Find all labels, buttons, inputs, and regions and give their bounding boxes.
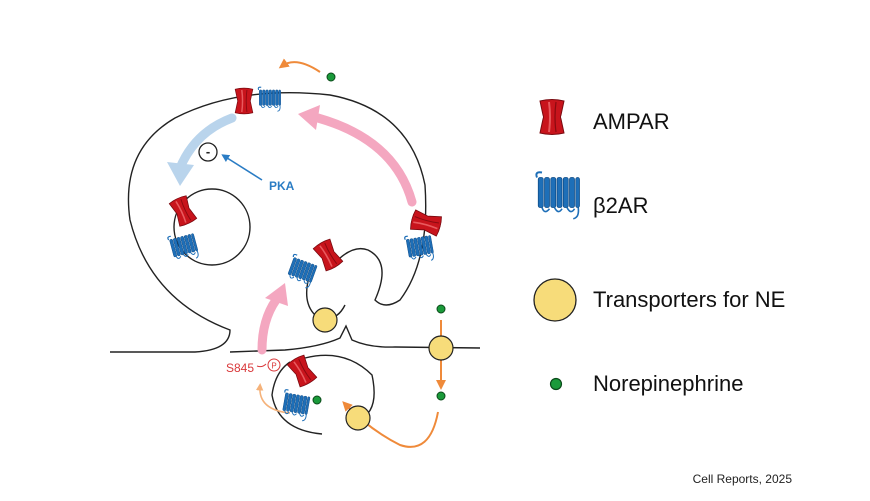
transporter-lower xyxy=(345,405,371,431)
s845-tick xyxy=(256,363,267,368)
ampar-endosome-middle xyxy=(311,237,345,273)
b2ar-endosome-upper xyxy=(166,229,201,265)
b2ar-membrane-top xyxy=(257,86,282,113)
transporter-shaft xyxy=(428,335,454,361)
endosome-upper xyxy=(173,188,251,266)
ampar-endosome-upper xyxy=(167,193,199,229)
insertion-arrow-lower xyxy=(257,283,288,355)
ne-arrow-top xyxy=(278,58,321,73)
legend-ne-label: Norepinephrine xyxy=(593,371,744,396)
ne-dot-below xyxy=(436,391,446,401)
phospho-circle xyxy=(267,358,281,372)
b2ar-endosome-middle xyxy=(283,253,319,290)
ne-dot-vesicle xyxy=(312,395,322,405)
legend-transporter-label: Transporters for NE xyxy=(593,287,786,312)
s845-label: S845 xyxy=(226,361,254,375)
inhibition-sign xyxy=(198,142,218,162)
phospho-label: P xyxy=(271,362,276,371)
ne-dot-top xyxy=(326,72,336,82)
legend-b2ar-label: β2AR xyxy=(593,193,649,218)
inhibition-sign-label: - xyxy=(206,144,210,159)
transporter-middle xyxy=(312,307,338,333)
legend-transporter-icon xyxy=(533,278,577,322)
b2ar-endosome-lower xyxy=(279,388,312,422)
spine-membrane xyxy=(110,91,427,353)
shaft-membrane xyxy=(229,324,481,353)
legend-ne-icon xyxy=(549,377,563,391)
ampar-membrane-top xyxy=(234,87,254,115)
pka-label: PKA xyxy=(269,179,295,193)
pka-arrow xyxy=(221,154,263,181)
legend-ampar-icon xyxy=(538,98,566,136)
insertion-arrow-upper xyxy=(298,105,417,207)
legend-b2ar-icon xyxy=(535,171,581,220)
removal-arrow xyxy=(167,113,237,186)
source-citation: Cell Reports, 2025 xyxy=(692,472,792,486)
legend-ampar-label: AMPAR xyxy=(593,109,670,134)
ne-dot-right xyxy=(436,304,446,314)
ampar-endosome-lower xyxy=(285,353,319,389)
